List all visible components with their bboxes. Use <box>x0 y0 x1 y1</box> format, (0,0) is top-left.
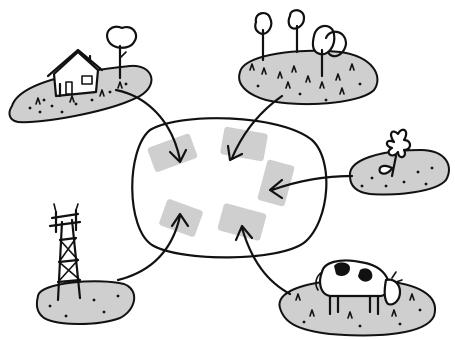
house-plot <box>10 27 152 122</box>
central-area <box>132 118 326 257</box>
tower-plot <box>37 204 134 324</box>
forest-plot <box>239 10 377 104</box>
house-icon <box>48 50 102 96</box>
cow-plot <box>279 260 435 335</box>
flower-plot <box>350 130 449 195</box>
